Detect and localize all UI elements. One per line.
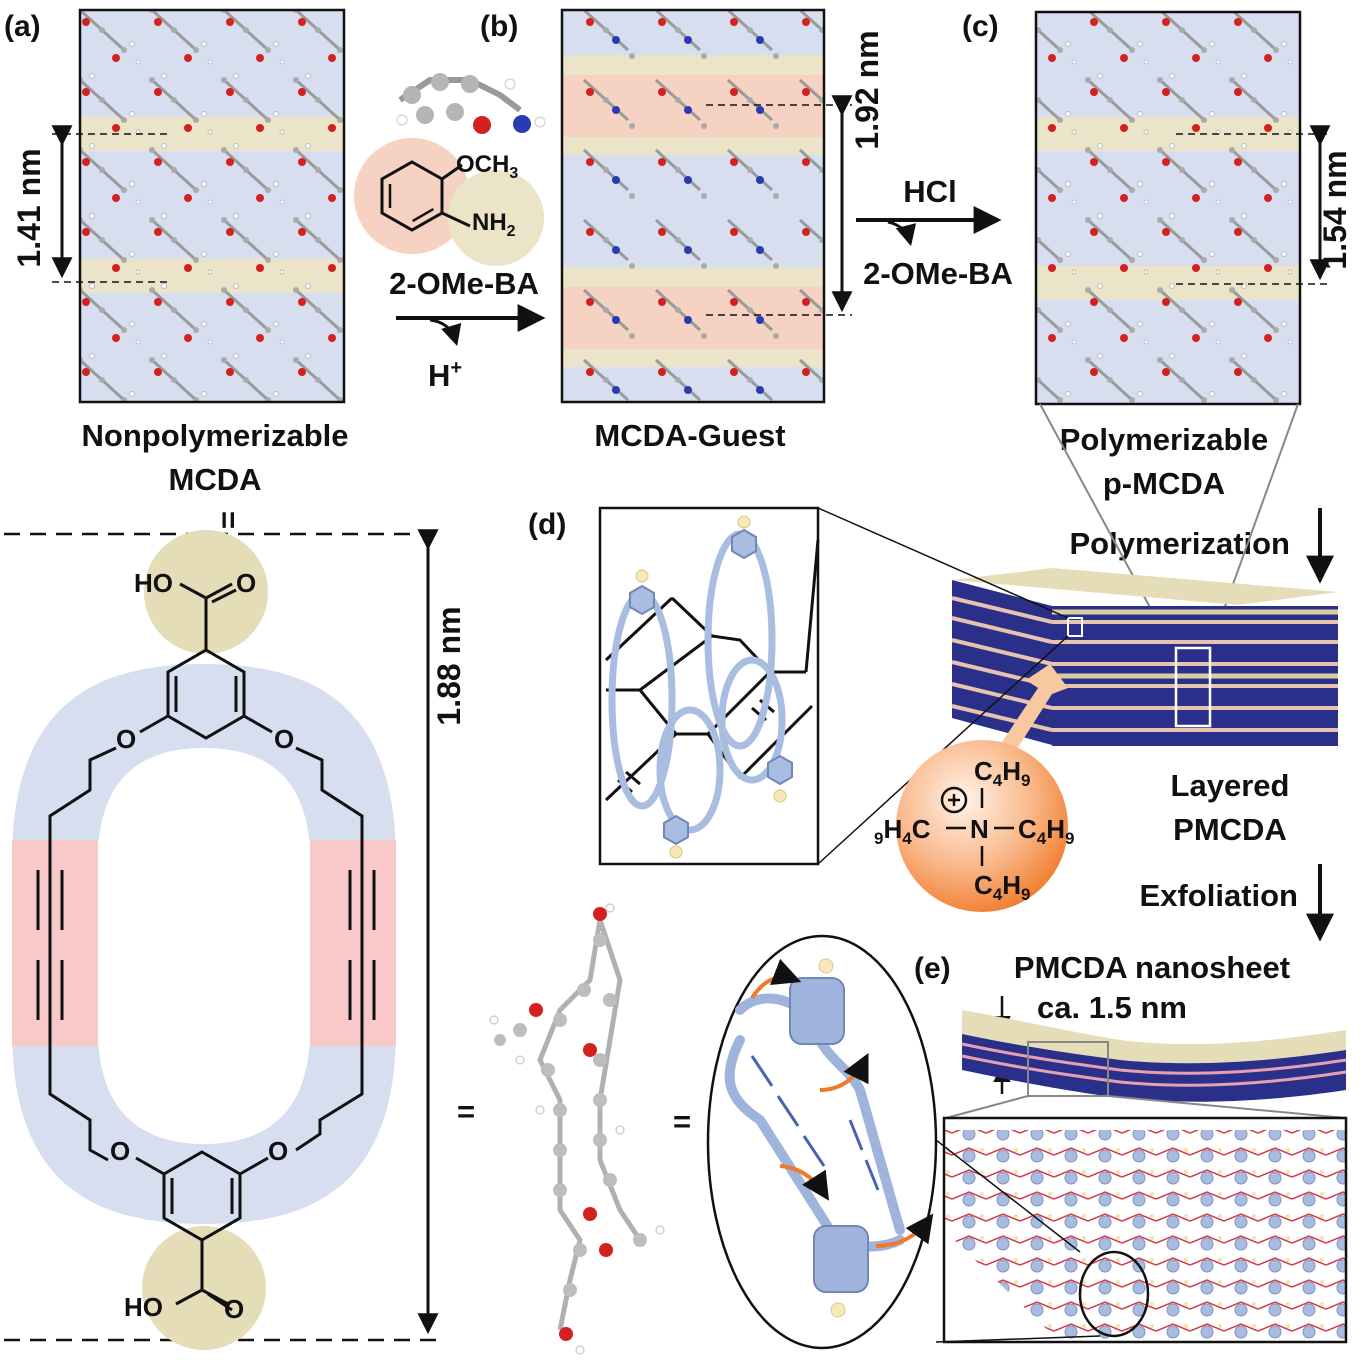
panel-d-label: (d) [528, 508, 566, 541]
nanosheet-title: PMCDA nanosheet [1014, 950, 1290, 985]
top-acid-ho-label: HO [134, 568, 173, 598]
caption-c-line1: Polymerizable [1060, 422, 1268, 457]
ether-o-bottom-left: O [110, 1136, 130, 1166]
zoom-box-large [1174, 646, 1212, 728]
crystal-c-box [1034, 10, 1302, 406]
ball-stick-model [489, 903, 665, 1355]
bottom-acid-o-label: O [224, 1294, 244, 1324]
butyl-right-label: C4H9 [1018, 814, 1075, 848]
equals-sign-1: = [457, 1094, 475, 1129]
ammonium-cation: C4H9 9H4C N C4H9 C4H9 [874, 664, 1075, 912]
phenyl-rings-d [629, 528, 793, 846]
equals-sign-2: = [673, 1104, 691, 1139]
crystal-b-box [560, 8, 826, 404]
spacing-label-a: 1.41 nm [11, 148, 47, 267]
release-arrow-icon [887, 220, 917, 247]
top-acid-o-label: O [236, 568, 256, 598]
crystal-a-box [78, 8, 346, 404]
layered-pmcda-block [951, 568, 1338, 746]
orange-arrow-icon [998, 664, 1068, 760]
length-label: 1.88 nm [431, 606, 467, 725]
panel-a-label: (a) [4, 10, 41, 43]
ether-o-top-left: O [116, 724, 136, 754]
panel-e: (e) PMCDA nanosheet ca. 1.5 nm [914, 950, 1348, 1344]
nh2-label: NH2 [472, 209, 516, 240]
macrocycle-structure: 1.88 nm [4, 529, 467, 1350]
zoom-line-d-top [817, 507, 1069, 619]
panel-d: (d) [528, 506, 1069, 866]
butyl-bottom-label: C4H9 [974, 870, 1031, 904]
layered-label-line2: PMCDA [1173, 812, 1287, 847]
panel-c-label: (c) [962, 10, 999, 43]
nanosheet-slab [961, 1010, 1347, 1102]
panel-e-label: (e) [914, 952, 951, 985]
zoom-line-e-left [945, 1095, 1029, 1119]
polymerization-label: Polymerization [1070, 526, 1291, 561]
spacing-label-c: 1.54 nm [1317, 150, 1353, 269]
guest-structure: OCH3 NH2 [354, 138, 544, 266]
bottom-acid-ho-label: HO [124, 1292, 163, 1322]
zoom-line-e-right [1107, 1095, 1347, 1119]
nanosheet-thickness: ca. 1.5 nm [1037, 990, 1187, 1025]
layered-label-line1: Layered [1171, 768, 1290, 803]
spacing-label-b: 1.92 nm [849, 30, 885, 149]
caption-a-line2: MCDA [169, 462, 262, 497]
caption-b: MCDA-Guest [594, 418, 785, 453]
ether-o-bottom-right: O [268, 1136, 288, 1166]
panel-b: (b) 1.92 nm MCDA-Guest [480, 8, 885, 453]
caption-a-line1: Nonpolymerizable [82, 418, 349, 453]
nitrogen-label: N [970, 814, 989, 844]
butyl-left-label: 9H4C [874, 814, 931, 848]
hcl-label: HCl [903, 174, 956, 209]
ether-o-top-right: O [274, 724, 294, 754]
panel-c: (c) 1.54 nm Polymerizable p-MCDA [962, 10, 1353, 501]
guest-name-label: 2-OMe-BA [389, 266, 539, 301]
exfoliation-label: Exfoliation [1140, 878, 1298, 913]
released-guest-label: 2-OMe-BA [863, 256, 1013, 291]
nanosheet-zoom-box [935, 1116, 1348, 1344]
caption-c-line2: p-MCDA [1103, 466, 1225, 501]
panel-b-label: (b) [480, 10, 518, 43]
panel-a: (a) 1.41 nm Nonpolymerizable MCDA = [4, 8, 349, 529]
guest-molecule-3d [396, 73, 546, 134]
zoom-box-small [1067, 617, 1083, 637]
curved-arrow-icon [429, 318, 462, 347]
proton-label: H+ [428, 357, 462, 393]
butyl-top-label: C4H9 [974, 756, 1031, 790]
equals-sign-a: = [211, 511, 246, 529]
schematic-molecule [706, 934, 938, 1350]
och3-label: OCH3 [456, 151, 518, 182]
